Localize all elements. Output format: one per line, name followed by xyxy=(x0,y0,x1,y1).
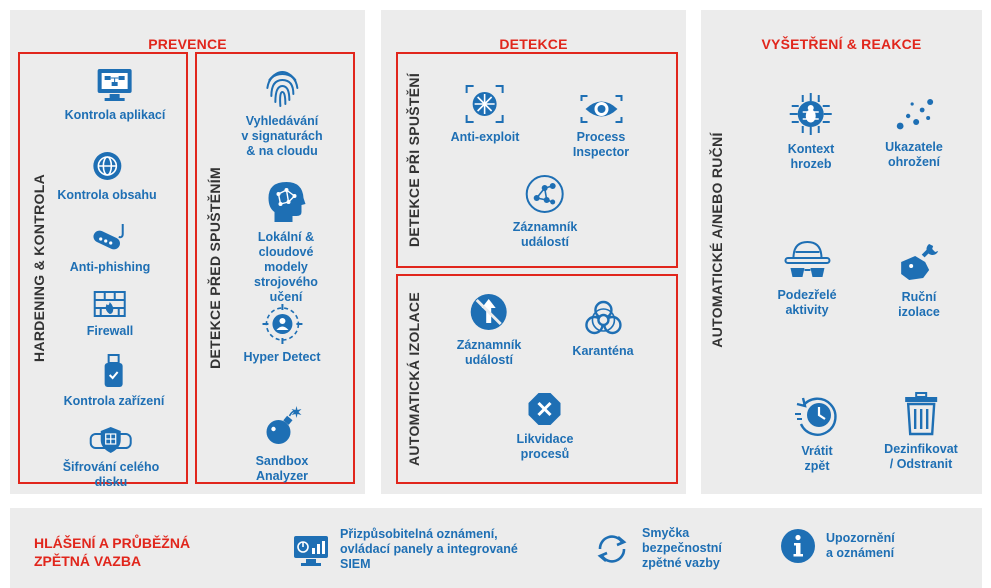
reakce-panel: VYŠETŘENÍ & REAKCE AUTOMATICKÉ A/NEBO RU… xyxy=(701,10,982,494)
scatter-dots-icon xyxy=(896,99,933,130)
loop-arrows-icon xyxy=(597,534,627,563)
feature-dezinfikovat: Dezinfikovat / Odstranit xyxy=(884,392,958,472)
feature-label: Ruční izolace xyxy=(898,290,940,319)
reporting-item-dashboards: Přizpůsobitelná oznámení, ovládací panel… xyxy=(292,527,518,572)
feature-label: Vrátit zpět xyxy=(801,444,833,473)
fingerprint-icon xyxy=(266,71,298,107)
rollback-clock-icon xyxy=(795,397,837,436)
hardening-label: HARDENING & KONTROLA xyxy=(31,174,47,362)
hand-wrench-icon xyxy=(901,244,938,280)
feature-label: Likvidace procesů xyxy=(516,432,574,461)
feature-label: Podezřelé aktivity xyxy=(777,288,837,317)
feature-label: Dezinfikovat / Odstranit xyxy=(884,442,958,471)
reporting-label: Upozornění a oznámení xyxy=(826,531,895,560)
feature-label: Karanténa xyxy=(572,344,634,358)
info-circle-icon xyxy=(781,529,815,563)
feature-label: Sandbox Analyzer xyxy=(255,454,309,483)
burst-icon xyxy=(466,85,504,123)
predexec-group xyxy=(195,52,355,484)
feature-likvidace-procesu: Likvidace procesů xyxy=(516,392,574,462)
feature-label: Process Inspector xyxy=(572,130,630,159)
monitor-icon xyxy=(97,69,132,101)
feature-ml-modely: Lokální & cloudové modely strojového uče… xyxy=(247,178,326,305)
usb-drive-icon xyxy=(105,354,123,387)
feature-label: Záznamník událostí xyxy=(512,220,578,249)
feature-firewall: Firewall xyxy=(86,290,134,339)
feature-label: Anti-phishing xyxy=(69,260,151,274)
reakce-side-label: AUTOMATICKÉ A/NEBO RUČNÍ xyxy=(709,132,725,348)
feature-zaznamnik-runtime: Záznamník událostí xyxy=(512,174,578,250)
feature-label: Anti-exploit xyxy=(450,130,520,144)
blocked-arrow-icon xyxy=(470,294,507,330)
dashboard-monitor-icon xyxy=(294,535,328,566)
reporting-title: HLÁŠENÍ A PRŮBĚŽNÁ ZPĚTNÁ VAZBA xyxy=(34,535,191,569)
feature-label: Šifrování celého disku xyxy=(62,460,160,489)
feature-vratit-zpet: Vrátit zpět xyxy=(793,392,841,474)
network-nodes-icon xyxy=(525,175,564,213)
bug-chip-icon xyxy=(790,93,832,135)
feature-kontext-hrozeb: Kontext hrozeb xyxy=(787,92,835,172)
reporting-label: Přizpůsobitelná oznámení, ovládací panel… xyxy=(340,527,518,571)
feature-sandbox: Sandbox Analyzer xyxy=(241,404,324,484)
feature-label: Firewall xyxy=(86,324,134,338)
feature-label: Hyper Detect xyxy=(243,350,321,364)
feature-signatury: Vyhledávání v signaturách & na cloudu xyxy=(241,66,323,159)
biohazard-icon xyxy=(584,300,622,335)
feature-label: Lokální & cloudové modely strojového uče… xyxy=(254,230,318,304)
reporting-item-feedback-loop: Smyčka bezpečnostní zpětné vazby xyxy=(592,526,722,571)
feature-anti-phishing: Anti-phishing xyxy=(69,222,151,275)
disk-shield-icon xyxy=(90,427,132,453)
feature-label: Záznamník událostí xyxy=(456,338,522,367)
spy-hat-icon xyxy=(784,240,830,277)
hardening-group xyxy=(18,52,188,484)
feature-kontrola-aplikaci: Kontrola aplikací xyxy=(64,66,166,123)
isolation-label: AUTOMATICKÁ IZOLACE xyxy=(406,292,422,466)
trash-icon xyxy=(904,392,937,436)
globe-icon xyxy=(93,152,121,180)
feature-ukazatele-ohrozeni: Ukazatele ohrožení xyxy=(885,98,943,170)
feature-karantena: Karanténa xyxy=(572,298,634,359)
predexec-label: DETEKCE PŘED SPUŠTĚNÍM xyxy=(207,167,223,369)
feature-sifrovani-disku: Šifrování celého disku xyxy=(62,426,160,490)
feature-process-inspector: Process Inspector xyxy=(559,94,644,160)
feature-kontrola-obsahu: Kontrola obsahu xyxy=(57,150,157,203)
reporting-panel xyxy=(10,508,982,588)
reporting-item-notifications: Upozornění a oznámení xyxy=(780,528,895,564)
detekce-title: DETEKCE xyxy=(499,36,568,52)
prevence-title: PREVENCE xyxy=(148,36,227,52)
feature-hyper-detect: Hyper Detect xyxy=(243,304,321,365)
detekce-panel: DETEKCE DETEKCE PŘI SPUŠTĚNÍ AUTOMATICKÁ… xyxy=(381,10,686,494)
target-user-icon xyxy=(262,304,302,344)
feature-rucni-izolace: Ruční izolace xyxy=(898,242,940,320)
prevence-panel: PREVENCE HARDENING & KONTROLA DETEKCE PŘ… xyxy=(10,10,365,494)
bomb-icon xyxy=(266,406,301,444)
feature-zaznamnik-izolace: Záznamník událostí xyxy=(456,292,522,368)
runtime-group xyxy=(396,52,678,268)
firewall-icon xyxy=(93,291,126,317)
runtime-label: DETEKCE PŘI SPUŠTĚNÍ xyxy=(406,72,422,248)
feature-label: Kontrola zařízení xyxy=(63,394,165,408)
feature-anti-exploit: Anti-exploit xyxy=(450,84,520,145)
stop-x-icon xyxy=(528,393,561,425)
reporting-label: Smyčka bezpečnostní zpětné vazby xyxy=(642,526,722,570)
feature-label: Kontrola aplikací xyxy=(64,108,166,122)
feature-label: Vyhledávání v signaturách & na cloudu xyxy=(241,114,323,158)
isolation-group xyxy=(396,274,678,484)
ai-head-icon xyxy=(268,182,305,222)
feature-label: Kontext hrozeb xyxy=(787,142,835,171)
eye-icon xyxy=(580,95,622,123)
fishing-hook-icon xyxy=(93,224,124,250)
feature-label: Kontrola obsahu xyxy=(57,188,157,202)
reakce-title: VYŠETŘENÍ & REAKCE xyxy=(761,36,922,52)
feature-label: Ukazatele ohrožení xyxy=(885,140,943,169)
feature-kontrola-zarizeni: Kontrola zařízení xyxy=(63,354,165,409)
feature-podezrele-aktivity: Podezřelé aktivity xyxy=(777,238,837,318)
